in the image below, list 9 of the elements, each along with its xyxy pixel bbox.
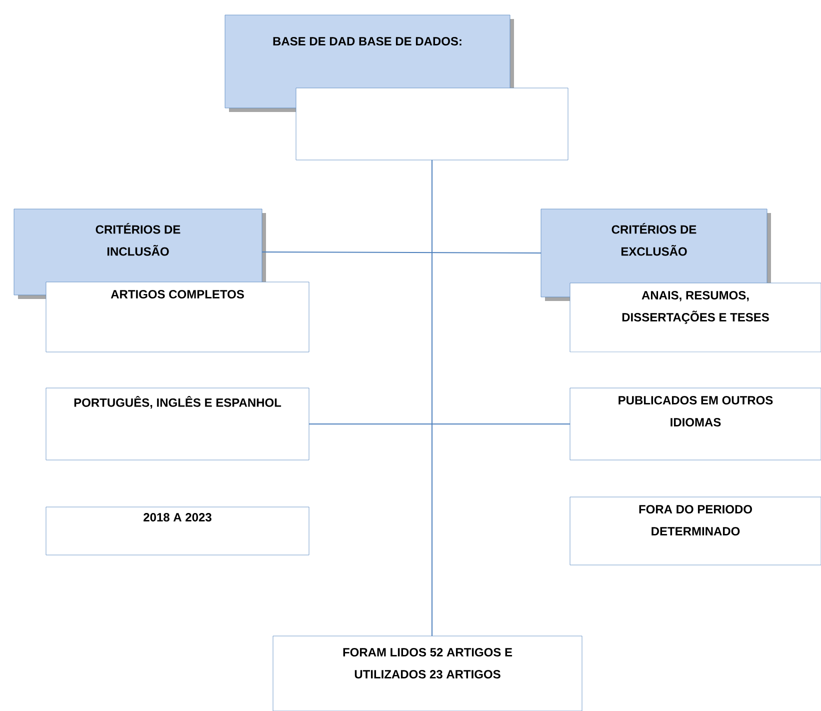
box	[296, 88, 568, 160]
text-box: ARTIGOS COMPLETOS	[46, 282, 310, 352]
connector-line	[262, 252, 542, 254]
text-box: FORAM LIDOS 52 ARTIGOS E UTILIZADOS 23 ARTIGOS	[272, 636, 582, 711]
text-box: ANAIS, RESUMOS, DISSERTAÇÕES E TESES	[570, 282, 821, 352]
text-box: PORTUGUÊS, INGLÊS E ESPANHOL	[46, 388, 310, 460]
text-box: FORA DO PERIODO DETERMINADO	[570, 496, 821, 566]
text-box: PUBLICADOS EM OUTROS IDIOMAS	[570, 388, 821, 460]
text-box: 2018 A 2023	[46, 506, 310, 556]
